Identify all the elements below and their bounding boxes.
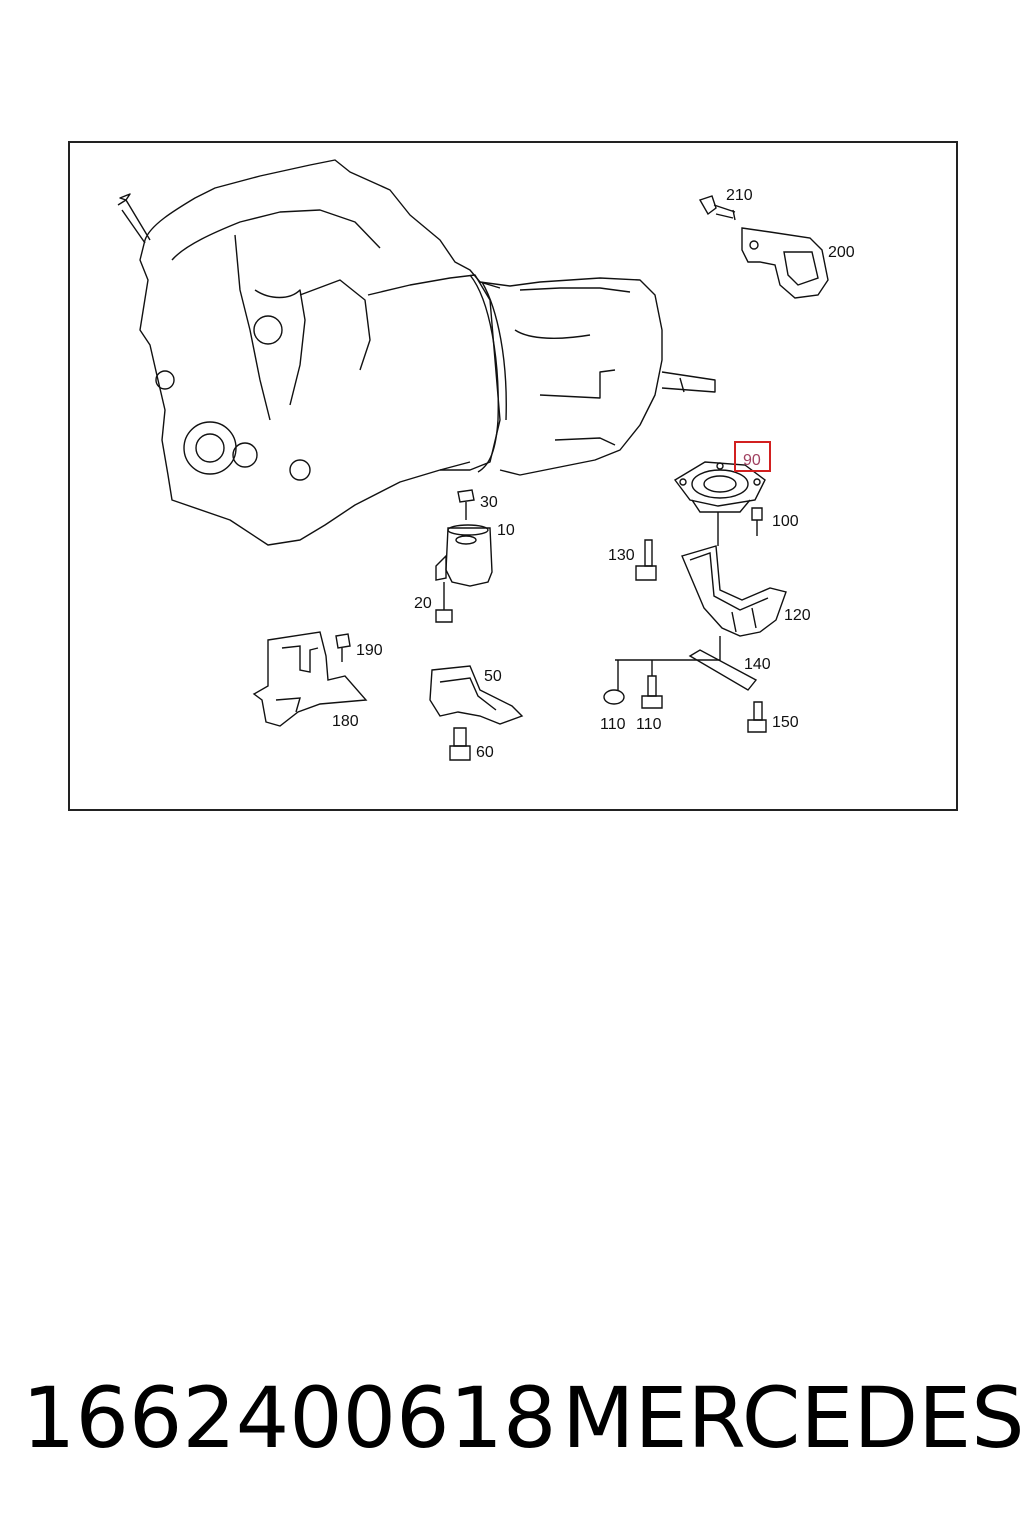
- callout-130: 130: [608, 547, 635, 564]
- bracket-200-drawing: [698, 195, 829, 299]
- callout-200: 200: [828, 244, 855, 261]
- callout-60: 60: [476, 744, 494, 761]
- brand-name: MERCEDES: [562, 1369, 1024, 1467]
- parts-diagram: 210 200 90 100 30 10 130 120 20 190 50 1…: [68, 141, 958, 811]
- callout-50: 50: [484, 668, 502, 685]
- crossmember-drawing: [635, 512, 787, 637]
- callout-120: 120: [784, 607, 811, 624]
- engine-mount-drawing: [435, 489, 493, 623]
- callout-90: 90: [743, 452, 761, 469]
- callout-10: 10: [497, 522, 515, 539]
- bracket-180-drawing: [252, 631, 368, 727]
- diagram-frame: [68, 141, 958, 811]
- hardware-drawing: [603, 636, 767, 733]
- callout-20: 20: [414, 595, 432, 612]
- callout-30: 30: [480, 494, 498, 511]
- transmission-mount-drawing: [673, 461, 766, 536]
- shield-50-drawing: [429, 665, 524, 761]
- callout-100: 100: [772, 513, 799, 530]
- callout-190: 190: [356, 642, 383, 659]
- callout-210: 210: [726, 187, 753, 204]
- caption: 1662400618MERCEDES: [22, 1358, 1024, 1478]
- callout-90-highlight-box: [734, 441, 771, 472]
- engine-transmission-drawing: [117, 159, 716, 546]
- callout-110-right: 110: [636, 716, 662, 733]
- callout-110-left: 110: [600, 716, 626, 733]
- part-number: 1662400618: [22, 1369, 557, 1467]
- callout-180: 180: [332, 713, 359, 730]
- callout-150: 150: [772, 714, 799, 731]
- callout-140: 140: [744, 656, 771, 673]
